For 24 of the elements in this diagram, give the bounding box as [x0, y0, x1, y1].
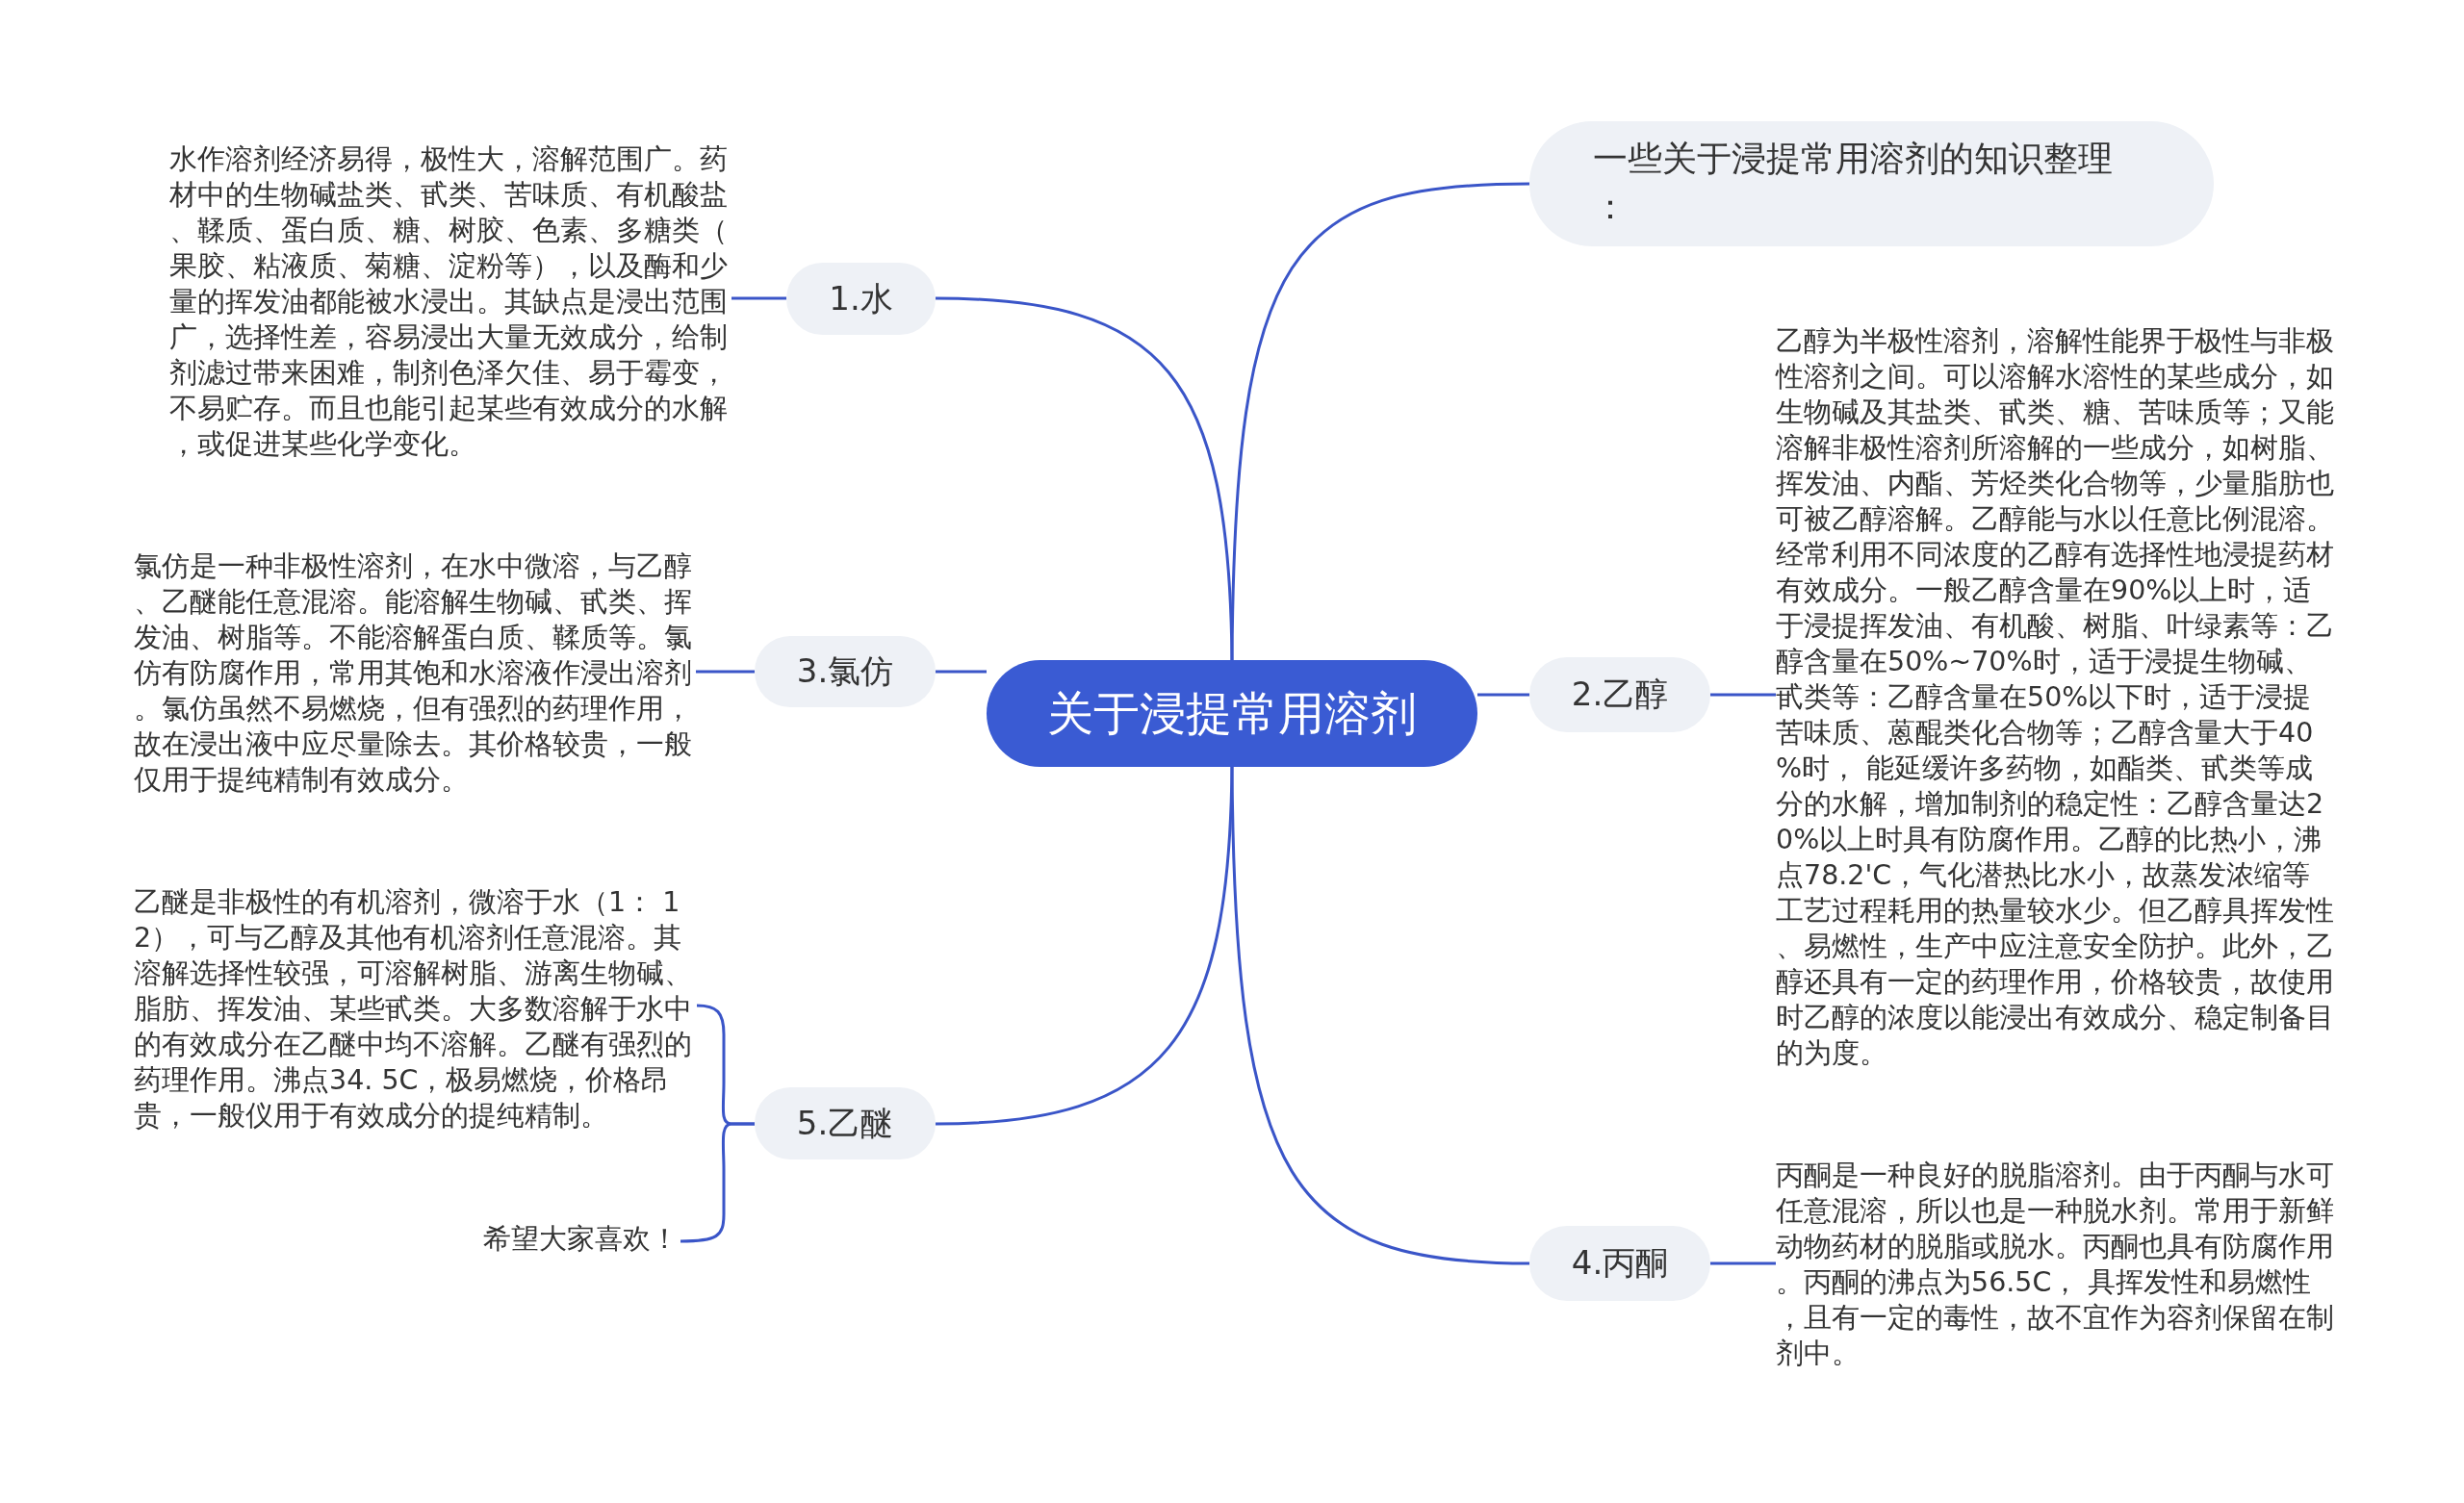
note-text: 丙酮是一种良好的脱脂溶剂。由于丙酮与水可任意混溶，所以也是一种脱水剂。常用于新鲜动物药材的脱脂或脱水。丙酮也具有防腐作用。丙酮的沸点为56.5C， 具挥发性和易燃性，且有一定的毒性，故不宜作为容剂保留在制剂中。 [1776, 1158, 2336, 1371]
connector-line [1230, 182, 1530, 661]
topic-box: 3.氯仿 [755, 636, 936, 707]
central-topic: 关于浸提常用溶剂 [987, 660, 1477, 767]
connector-line [1710, 1261, 1776, 1265]
topic-box: 2.乙醇 [1529, 657, 1710, 732]
topic-box: 4.丙酮 [1529, 1226, 1710, 1301]
note-text: 氯仿是一种非极性溶剂，在水中微溶，与乙醇、乙醚能任意混溶。能溶解生物碱、甙类、挥发油、树脂等。不能溶解蛋白质、鞣质等。氯仿有防腐作用，常用其饱和水溶液作浸出溶剂。氯仿虽然不易燃烧，但有强烈的药理作用，故在浸出液中应尽量除去。其价格较贵，一般仅用于提纯精制有效成分。 [134, 548, 694, 798]
connector-line [1710, 693, 1776, 697]
connector-line [1230, 766, 1530, 1265]
connector-line [935, 296, 1234, 661]
connector-line [732, 296, 786, 300]
connector-line [936, 670, 987, 674]
topic-box: 1.水 [786, 263, 936, 335]
connector-line [680, 1122, 755, 1243]
connector-line [935, 766, 1234, 1126]
note-text: 水作溶剂经济易得，极性大，溶解范围广。药材中的生物碱盐类、甙类、苦味质、有机酸盐、鞣质、蛋白质、糖、树胶、色素、多糖类（果胶、粘液质、菊糖、淀粉等），以及酶和少量的挥发油都能被水浸出。其缺点是浸出范围广，选择性差，容易浸出大量无效成分，给制剂滤过带来困难，制剂色泽欠佳、易于霉变，不易贮存。而且也能引起某些有效成分的水解，或促进某些化学变化。 [169, 141, 730, 462]
note-text: 希望大家喜欢！ [443, 1221, 679, 1257]
note-text: 乙醚是非极性的有机溶剂，微溶于水（1： 12），可与乙醇及其他有机溶剂任意混溶。其溶解选择性较强，可溶解树脂、游离生物碱、脂肪、挥发油、某些甙类。大多数溶解于水中的有效成分在乙醚中均不溶解。乙醚有强烈的药理作用。沸点34. 5C，极易燃烧，价格昂贵，一般仪用于有效成分的提纯精制。 [134, 884, 694, 1134]
note-text: 乙醇为半极性溶剂，溶解性能界于极性与非极性溶剂之间。可以溶解水溶性的某些成分，如生物碱及其盐类、甙类、糖、苦味质等；又能溶解非极性溶剂所溶解的一些成分，如树脂、挥发油、内酯、芳烃类化合物等，少量脂肪也可被乙醇溶解。乙醇能与水以任意比例混溶。经常利用不同浓度的乙醇有选择性地浸提药材有效成分。一般乙醇含量在90%以上时，适于浸提挥发油、有机酸、树脂、叶绿素等：乙醇含量在50%~70%时，适于浸提生物碱、甙类等：乙醇含量在50%以下时，适于浸提苦味质、蒽醌类化合物等；乙醇含量大于40%时， 能延缓许多药物，如酯类、甙类等成分的水解，增加制剂的稳定性：乙醇含量达20%以上时具有防腐作用。乙醇的比热小，沸点78.2'C，气化潜热比水小，故蒸发浓缩等工艺过程耗用的热量较水少。但乙醇具挥发性、易燃性，生产中应注意安全防护。此外，乙醇还具有一定的药理作用，价格较贵，故使用时乙醇的浓度以能浸出有效成分、稳定制备目的为度。 [1776, 323, 2336, 1071]
topic-box: 5.乙醚 [755, 1087, 936, 1159]
topic-box: 一些关于浸提常用溶剂的知识整理： [1529, 121, 2214, 246]
connector-line [696, 670, 755, 674]
connector-line [1477, 693, 1529, 697]
